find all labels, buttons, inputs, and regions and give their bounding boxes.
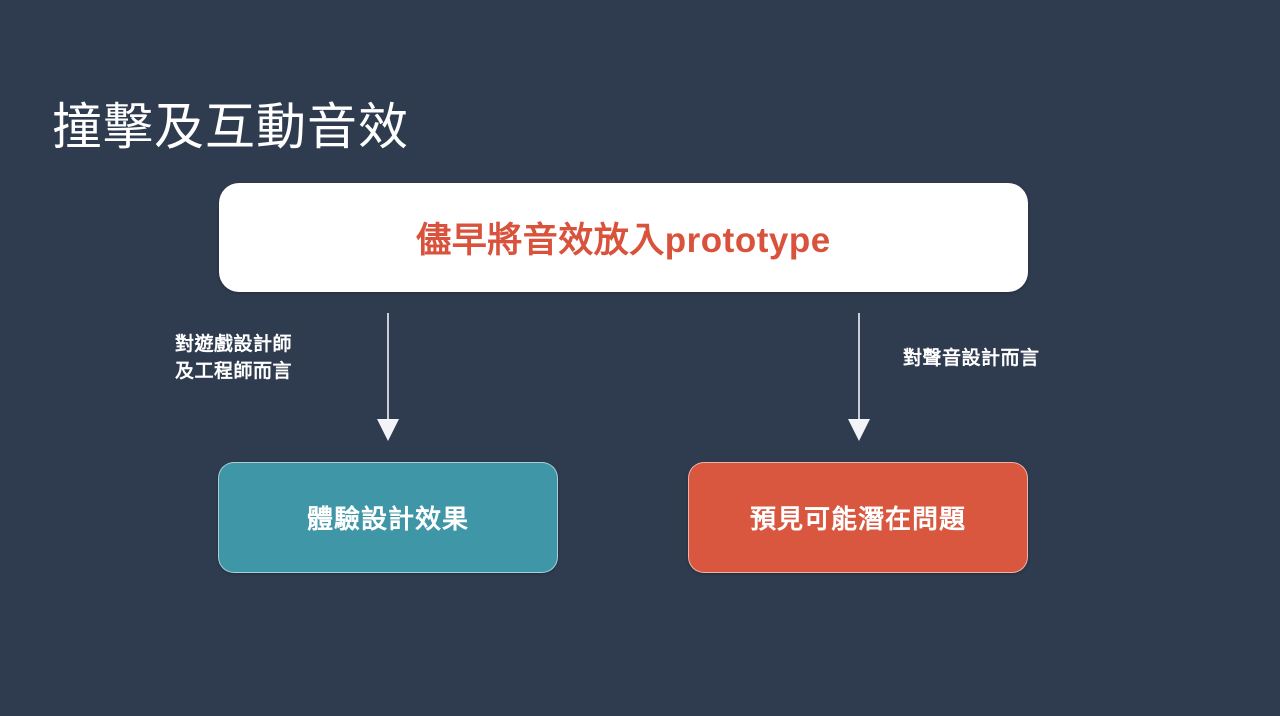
arrow-shaft xyxy=(858,313,860,421)
branch-caption-right: 對聲音設計而言 xyxy=(903,348,1040,369)
arrow-head xyxy=(848,419,870,441)
headline-card: 儘早將音效放入prototype xyxy=(219,183,1028,292)
down-arrow-icon-left xyxy=(372,313,404,443)
arrow-shaft xyxy=(387,313,389,421)
down-arrow-icon-right xyxy=(843,313,875,443)
outcome-box-right: 預見可能潛在問題 xyxy=(688,462,1028,573)
branch-caption-left: 對遊戲設計師 及工程師而言 xyxy=(175,334,293,382)
outcome-label-left: 體驗設計效果 xyxy=(306,504,469,534)
headline-text: 儘早將音效放入prototype xyxy=(416,221,831,260)
arrow-head xyxy=(377,419,399,441)
outcome-label-right: 預見可能潛在問題 xyxy=(749,504,966,534)
page-title: 撞擊及互動音效 xyxy=(52,98,409,155)
outcome-box-left: 體驗設計效果 xyxy=(218,462,558,573)
